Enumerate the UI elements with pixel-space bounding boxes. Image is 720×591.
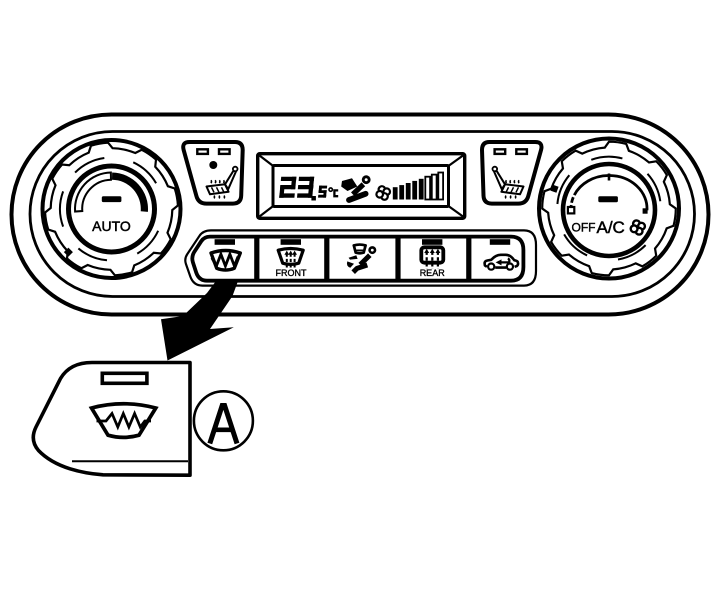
svg-text:FRONT: FRONT bbox=[276, 268, 307, 278]
svg-text:A/C: A/C bbox=[597, 218, 625, 237]
svg-text:REAR: REAR bbox=[420, 268, 446, 278]
svg-text:OFF: OFF bbox=[572, 220, 596, 234]
svg-text:AUTO: AUTO bbox=[92, 218, 131, 234]
